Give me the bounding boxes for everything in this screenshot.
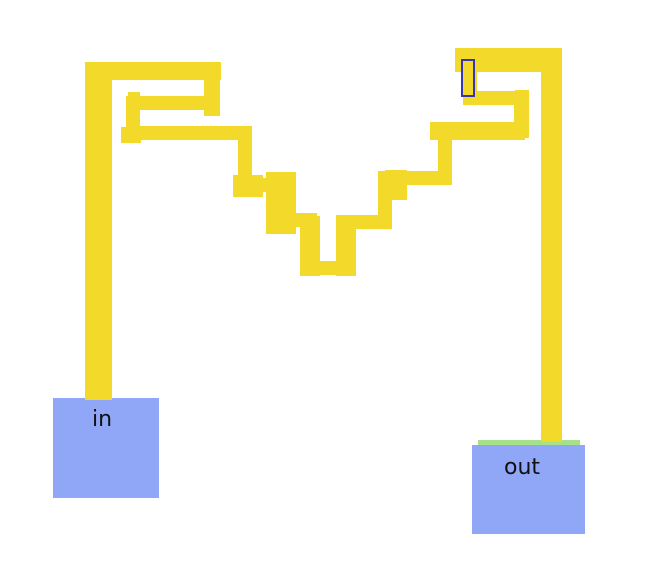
wire-valley-right[interactable] (336, 216, 356, 276)
wire-right-loop-post[interactable] (515, 90, 529, 138)
wire-valley-left[interactable] (300, 216, 320, 276)
output-pad-label: out (504, 455, 540, 480)
wire-left-top-bar[interactable] (85, 62, 221, 80)
wire-left-loop-foot[interactable] (121, 127, 141, 143)
wire-step-one[interactable] (233, 175, 263, 197)
output-contact-strip (478, 440, 580, 445)
input-pad-label: in (92, 407, 112, 432)
wire-right-shelf[interactable] (430, 122, 525, 140)
input-pad[interactable] (53, 398, 159, 498)
wire-step-two[interactable] (266, 172, 296, 234)
rectangle-cursor-icon[interactable] (461, 59, 475, 97)
wire-left-drop[interactable] (204, 78, 220, 116)
wire-left-trunk[interactable] (85, 62, 112, 400)
output-pad[interactable] (472, 445, 585, 534)
wire-right-trunk[interactable] (541, 48, 562, 442)
wire-step-three[interactable] (385, 170, 407, 200)
wire-zigzag-path[interactable] (126, 72, 528, 275)
